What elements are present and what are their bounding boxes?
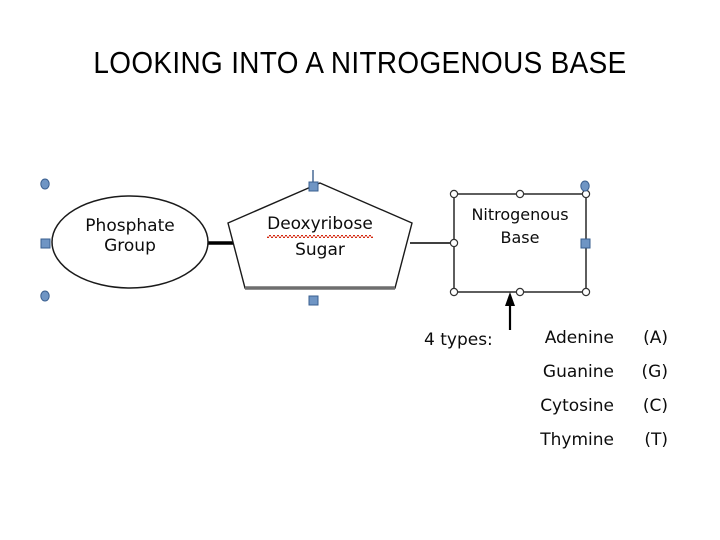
type-code-thymine: (T) xyxy=(644,430,668,450)
handle-blue-square-bottom[interactable] xyxy=(308,295,319,306)
handle-nw[interactable] xyxy=(449,189,459,199)
handle-ne[interactable] xyxy=(581,189,591,199)
handle-se[interactable] xyxy=(581,287,591,297)
list-item: Cytosine (C) xyxy=(510,398,668,432)
type-code-guanine: (G) xyxy=(641,362,668,382)
handle-sw[interactable] xyxy=(449,287,459,297)
handle-w[interactable] xyxy=(449,238,459,248)
shape-deoxyribose-sugar[interactable] xyxy=(227,182,413,289)
selection-handles-right-edge[interactable] xyxy=(580,180,591,249)
type-name-guanine: Guanine xyxy=(542,362,614,382)
type-name-thymine: Thymine xyxy=(540,430,614,450)
list-item: Guanine (G) xyxy=(510,364,668,398)
type-name-adenine: Adenine xyxy=(544,328,614,348)
shape-nitrogenous-base[interactable] xyxy=(453,193,587,293)
arrow-types-to-base xyxy=(505,292,515,330)
type-name-cytosine: Cytosine xyxy=(540,396,614,416)
type-code-cytosine: (C) xyxy=(642,396,668,416)
list-item: Adenine (A) xyxy=(510,330,668,364)
handle-n[interactable] xyxy=(515,189,525,199)
handle-blue-square-mid-left[interactable] xyxy=(40,238,51,249)
handle-blue-circle-bottom-left[interactable] xyxy=(40,290,50,302)
handle-blue-square-mid-right[interactable] xyxy=(580,238,591,249)
selection-handles-phosphate-group[interactable] xyxy=(40,178,51,302)
list-item: Thymine (T) xyxy=(510,432,668,466)
types-list: Adenine (A) Guanine (G) Cytosine (C) Thy… xyxy=(510,330,668,466)
page-title: LOOKING INTO A NITROGENOUS BASE xyxy=(93,45,627,80)
handle-blue-circle-top-right[interactable] xyxy=(580,180,590,192)
handle-s[interactable] xyxy=(515,287,525,297)
type-code-adenine: (A) xyxy=(643,328,668,348)
handle-blue-square-top[interactable] xyxy=(308,181,319,192)
shape-phosphate-group[interactable] xyxy=(51,195,209,289)
selection-handles-deoxyribose-sugar[interactable] xyxy=(308,170,319,306)
types-label: 4 types: xyxy=(424,330,493,350)
handle-blue-circle-top-left[interactable] xyxy=(40,178,50,190)
